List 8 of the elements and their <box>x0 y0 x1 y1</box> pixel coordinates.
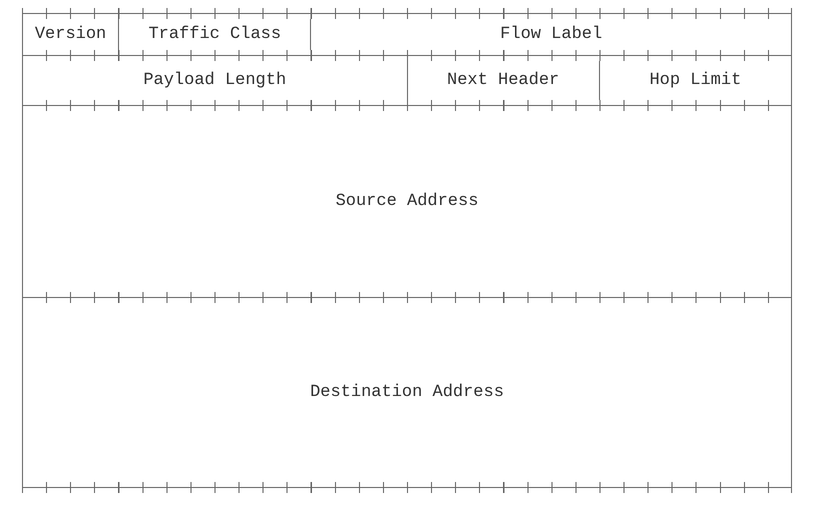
field-label: Version <box>34 25 106 44</box>
field-label: Hop Limit <box>649 71 742 90</box>
field-label: Traffic Class <box>148 25 282 44</box>
field-label: Next Header <box>447 71 560 90</box>
field-label: Destination Address <box>310 383 504 402</box>
field-label: Source Address <box>336 192 478 211</box>
field-label: Flow Label <box>500 25 602 44</box>
field-label: Payload Length <box>143 71 286 90</box>
